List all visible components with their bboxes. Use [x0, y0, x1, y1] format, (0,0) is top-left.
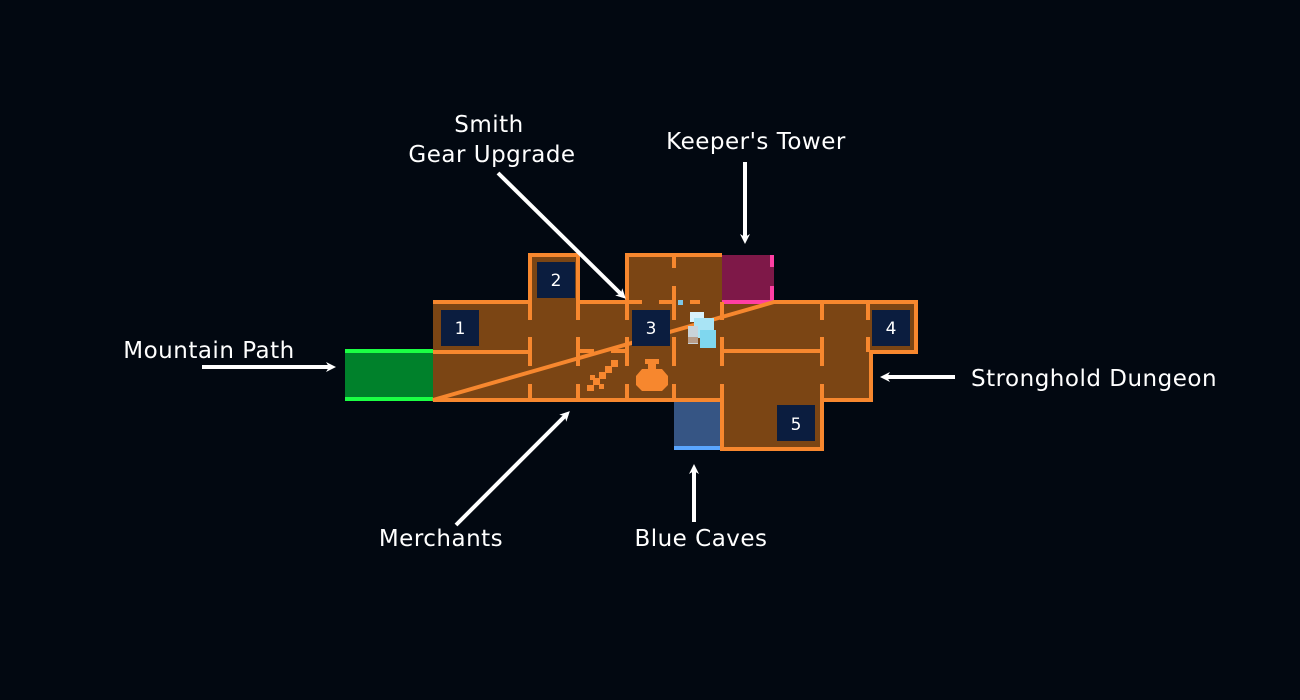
room-marker-3[interactable]: 3: [632, 310, 670, 346]
keepers-tower-label: Keeper's Tower: [666, 129, 846, 155]
merchants-arrow: [454, 411, 570, 527]
smith-arrow: [496, 171, 626, 299]
room-marker-2[interactable]: 2: [537, 262, 575, 298]
pot-icon: [636, 359, 668, 391]
room-number-1: 1: [455, 319, 466, 339]
room-marker-1[interactable]: 1: [441, 310, 479, 346]
merchants-label: Merchants: [379, 526, 503, 552]
keepers-tower-exit[interactable]: [722, 255, 774, 304]
room-marker-4[interactable]: 4: [872, 310, 910, 346]
blue-caves-exit[interactable]: [674, 400, 722, 450]
mountain-path-label: Mountain Path: [123, 338, 295, 364]
room-number-3: 3: [646, 319, 657, 339]
room-marker-5[interactable]: 5: [777, 405, 815, 441]
blue-caves-label: Blue Caves: [634, 526, 767, 552]
smith-label-line1: Smith: [454, 112, 524, 138]
room-number-5: 5: [791, 415, 802, 435]
room-number-4: 4: [886, 319, 897, 339]
stronghold-dungeon-label: Stronghold Dungeon: [971, 366, 1217, 392]
room-number-2: 2: [551, 271, 562, 291]
map-walls: [432, 253, 918, 451]
sword-icon: [587, 360, 618, 391]
mountain-path-exit[interactable]: [345, 349, 433, 401]
player-marker-icon: [678, 300, 716, 348]
smith-label-line2: Gear Upgrade: [408, 142, 575, 168]
